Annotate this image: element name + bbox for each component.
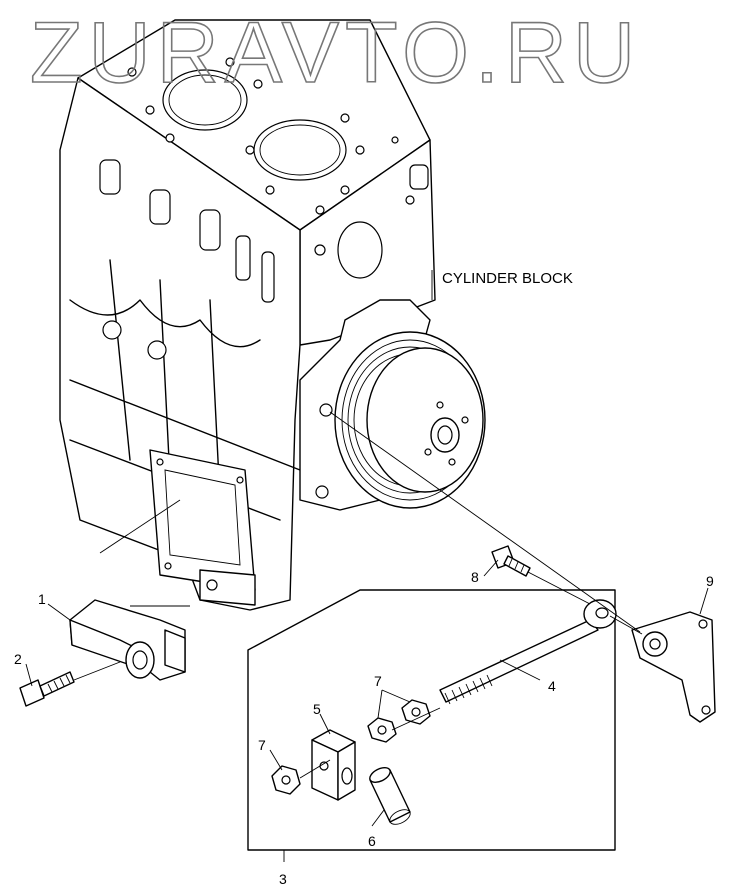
callout-7-left: 7 [258,737,266,753]
watermark-text: ZURAVTO.RU [30,5,641,101]
part-9-plate [631,611,716,723]
callout-3: 3 [279,871,287,887]
callout-6: 6 [368,833,376,849]
part-5-block [311,729,356,801]
callout-2: 2 [14,651,22,667]
part-6-spacer [369,766,411,825]
callout-8: 8 [471,569,479,585]
callout-7-upper: 7 [374,673,382,689]
callout-1: 1 [38,591,46,607]
cylinder-block-label: CYLINDER BLOCK [442,270,573,287]
leader-lines [25,270,709,862]
part-2-bolt [19,671,75,707]
water-pump-pulley [299,299,486,511]
callout-9: 9 [706,573,714,589]
part-4-adjuster-rod [439,599,617,705]
part-3-assembly-frame [247,589,616,851]
part-1-bracket [69,599,186,681]
callout-4: 4 [548,678,556,694]
callout-5: 5 [313,701,321,717]
cylinder-block [59,19,436,611]
part-7-nuts [271,699,431,795]
